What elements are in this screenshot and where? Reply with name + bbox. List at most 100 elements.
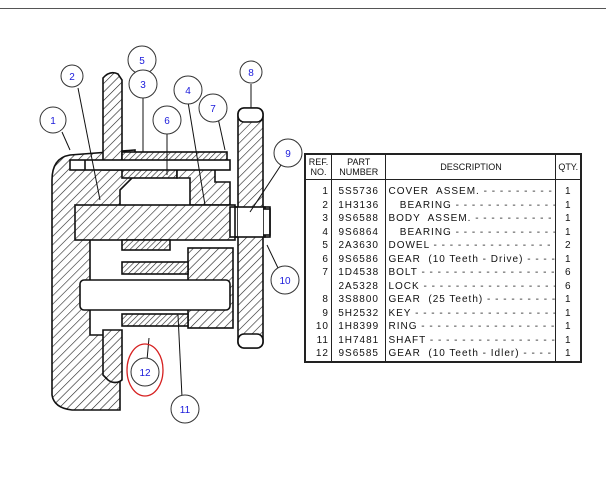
svg-text:2: 2 bbox=[69, 72, 75, 83]
cell-ref: 7 bbox=[305, 266, 332, 280]
cell-desc: GEAR (10 Teeth - Idler) - - - - - - - - … bbox=[385, 347, 557, 362]
callout-11[interactable]: 11 bbox=[170, 394, 200, 424]
leader-lines bbox=[61, 84, 284, 398]
qty-text: 1 bbox=[564, 307, 572, 319]
cell-part: 2A5328 bbox=[331, 279, 387, 293]
desc-text: GEAR (25 Teeth) bbox=[388, 294, 484, 306]
callout-10[interactable]: 10 bbox=[270, 265, 300, 295]
cell-desc: GEAR (25 Teeth) - - - - - - - - - - - - … bbox=[385, 293, 557, 307]
cell-part: 2A3630 bbox=[331, 239, 387, 253]
qty-text: 1 bbox=[564, 321, 572, 333]
ref-text: 9 bbox=[322, 307, 329, 319]
qty-text: 1 bbox=[564, 348, 572, 360]
leader-dashes: - - - - - - - - - - - - - - - - - - - - bbox=[483, 186, 555, 198]
table-row: 3 9S6588 BODY ASSEM. - - - - - - - - - - -… bbox=[305, 212, 581, 226]
svg-text:9: 9 bbox=[285, 149, 291, 160]
svg-text:3: 3 bbox=[140, 80, 146, 91]
svg-text:1: 1 bbox=[50, 116, 56, 127]
part-text: 1D4538 bbox=[338, 267, 380, 279]
part-text: 1H8399 bbox=[338, 321, 380, 333]
cell-ref: 10 bbox=[305, 320, 332, 334]
header-ref-no: REF. NO. bbox=[304, 153, 332, 180]
qty-text: 1 bbox=[564, 334, 572, 346]
leader-dashes: - - - - - - - - - - - - - - - - - - - - bbox=[486, 294, 556, 306]
callout-3[interactable]: 3 bbox=[128, 69, 158, 99]
desc-text: GEAR (10 Teeth - Idler) bbox=[388, 348, 520, 360]
callout-1[interactable]: 1 bbox=[39, 106, 67, 134]
callout-12-highlight bbox=[126, 343, 164, 397]
cell-ref: 1 bbox=[305, 179, 332, 199]
ref-text: 8 bbox=[322, 294, 329, 306]
cell-desc: BODY ASSEM. - - - - - - - - - - - - - - … bbox=[385, 212, 557, 226]
part-text: 5H2532 bbox=[338, 307, 380, 319]
cell-qty: 1 bbox=[556, 212, 581, 226]
cell-desc: RING - - - - - - - - - - - - - - - - - -… bbox=[385, 320, 557, 334]
callout-8[interactable]: 8 bbox=[239, 60, 263, 84]
leader-dashes: - - - - - - - - - - - - - - - - - - - - bbox=[415, 307, 555, 319]
desc-text: BOLT bbox=[388, 267, 418, 279]
cell-desc: BEARING - - - - - - - - - - - - - - - - … bbox=[385, 225, 557, 239]
leader-dashes: - - - - - - - - - - - - - - - - - - - - bbox=[455, 226, 555, 238]
qty-text: 1 bbox=[564, 253, 572, 265]
ref-text: 2 bbox=[322, 199, 329, 211]
cell-qty: 6 bbox=[556, 280, 581, 294]
part-text: 2A5328 bbox=[338, 280, 379, 292]
cell-desc: KEY - - - - - - - - - - - - - - - - - - … bbox=[385, 306, 557, 320]
svg-text:12: 12 bbox=[139, 368, 151, 379]
part-text: 9S6588 bbox=[338, 213, 379, 225]
leader-dashes: - - - - - - - - - - - - - - - - - - - - bbox=[423, 280, 555, 292]
part-text: 9S6585 bbox=[338, 348, 379, 360]
desc-text: BODY ASSEM. bbox=[388, 213, 472, 225]
header-part-number: PART NUMBER bbox=[330, 153, 387, 180]
cell-ref: 9 bbox=[305, 306, 332, 320]
cell-qty: 1 bbox=[556, 293, 581, 307]
cell-qty: 1 bbox=[556, 180, 581, 199]
cell-qty: 2 bbox=[556, 239, 581, 253]
desc-text: LOCK bbox=[388, 280, 420, 292]
table-row: 9 5H2532 KEY - - - - - - - - - - - - - - -… bbox=[305, 306, 581, 320]
cell-ref: 5 bbox=[305, 239, 332, 253]
callout-9[interactable]: 9 bbox=[273, 138, 303, 168]
leader-dashes: - - - - - - - - - - - - - - - - - - - - bbox=[429, 334, 556, 346]
idler-shaft bbox=[79, 279, 231, 311]
drive-gear bbox=[74, 204, 236, 241]
cell-ref: 4 bbox=[305, 225, 332, 239]
cell-desc: DOWEL - - - - - - - - - - - - - - - - - … bbox=[385, 239, 557, 253]
part-text: 9S6864 bbox=[338, 226, 379, 238]
ref-text: 4 bbox=[322, 226, 329, 238]
part-text: 9S6586 bbox=[338, 253, 379, 265]
cell-ref: 12 bbox=[305, 347, 332, 362]
cover-flange bbox=[102, 71, 123, 171]
cell-part: 9S6864 bbox=[331, 225, 387, 239]
cell-ref: 2 bbox=[305, 198, 332, 212]
leader-dashes: - - - - - - - - - - - - - - - - - - - - bbox=[421, 267, 556, 279]
cell-qty: 1 bbox=[556, 253, 581, 267]
callout-7[interactable]: 7 bbox=[198, 93, 228, 123]
callout-2[interactable]: 2 bbox=[60, 64, 84, 88]
cell-part: 1D4538 bbox=[331, 266, 387, 280]
ref-text: 1 bbox=[322, 186, 329, 198]
cell-ref bbox=[305, 279, 332, 293]
cell-part: 3S8800 bbox=[331, 293, 387, 307]
desc-text: KEY bbox=[388, 307, 412, 319]
ref-text: 12 bbox=[315, 348, 329, 360]
cell-qty: 1 bbox=[556, 199, 581, 213]
table-row: 4 9S6864 BEARING - - - - - - - - - - - - … bbox=[305, 225, 581, 239]
part-text: 1H3136 bbox=[338, 199, 380, 211]
desc-text: GEAR (10 Teeth - Drive) bbox=[388, 253, 524, 265]
callout-6[interactable]: 6 bbox=[152, 105, 182, 135]
callout-4[interactable]: 4 bbox=[173, 75, 203, 105]
cell-ref: 11 bbox=[305, 333, 332, 347]
cell-part: 9S6586 bbox=[331, 252, 387, 266]
svg-text:10: 10 bbox=[279, 276, 291, 287]
svg-text:7: 7 bbox=[210, 104, 216, 115]
top-rule bbox=[0, 8, 606, 9]
qty-text: 1 bbox=[564, 294, 572, 306]
callout-12[interactable]: 12 bbox=[130, 357, 160, 387]
cell-ref: 3 bbox=[305, 212, 332, 226]
